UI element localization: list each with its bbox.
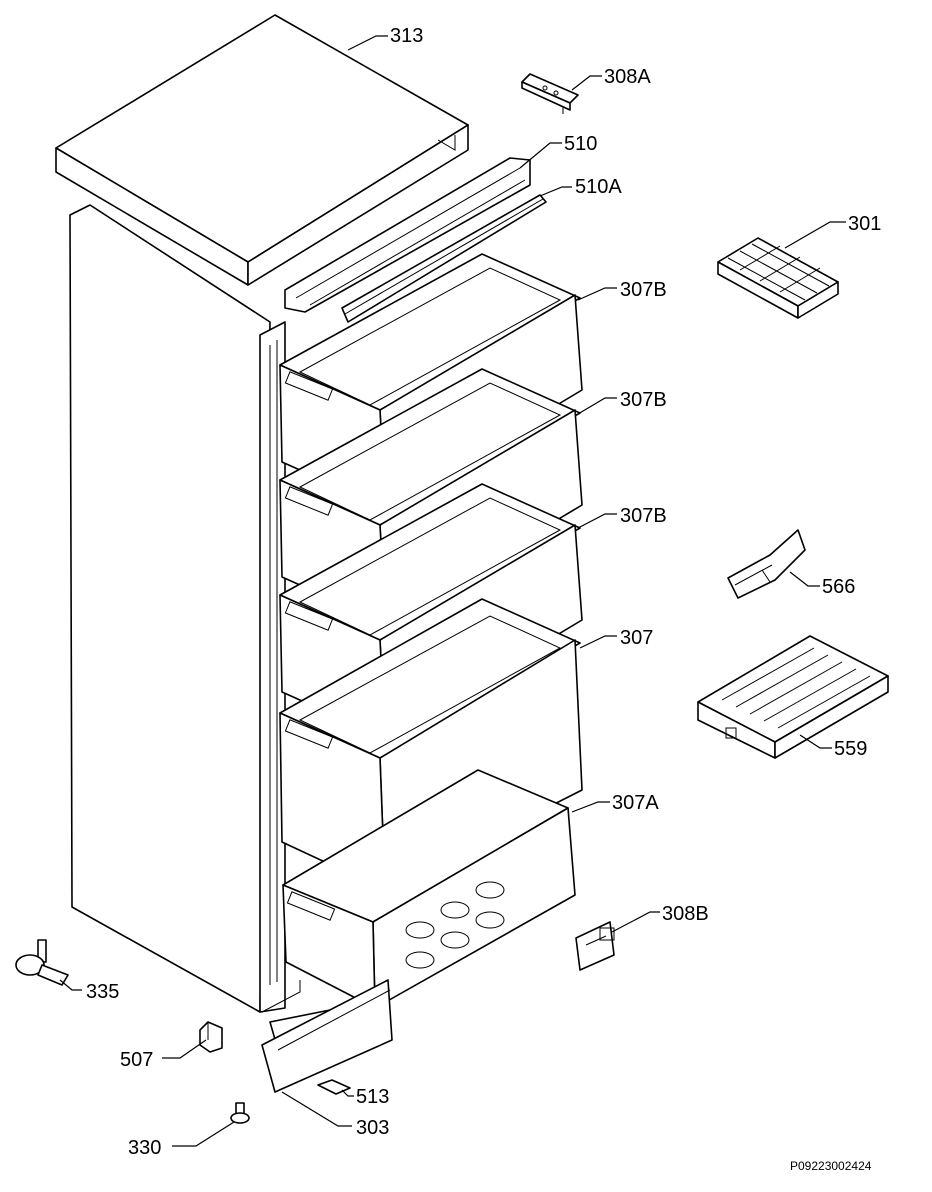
label-307: 307 bbox=[620, 627, 653, 649]
drawing-code: P09223002424 bbox=[790, 1159, 872, 1173]
label-510: 510 bbox=[564, 133, 597, 155]
part-507-door-stop bbox=[199, 1021, 223, 1053]
part-301-ice-tray bbox=[717, 237, 839, 319]
part-330-adjustable-foot bbox=[230, 1102, 250, 1124]
part-510-handle bbox=[284, 157, 531, 313]
part-308A-upper-hinge bbox=[521, 73, 579, 114]
part-513-clip bbox=[317, 1079, 351, 1095]
label-308A: 308A bbox=[604, 66, 651, 88]
label-307A: 307A bbox=[612, 792, 659, 814]
part-308B-lower-hinge bbox=[575, 921, 615, 971]
label-559: 559 bbox=[834, 738, 867, 760]
label-301: 301 bbox=[848, 213, 881, 235]
part-307A-bottom-drawer bbox=[282, 769, 576, 1009]
label-308B: 308B bbox=[662, 903, 709, 925]
part-labels: 313 308A 510 510A 301 307B 307B 307B 566… bbox=[86, 25, 881, 1159]
label-313: 313 bbox=[390, 25, 423, 47]
part-335-hinge-bracket bbox=[15, 939, 69, 986]
label-566: 566 bbox=[822, 576, 855, 598]
label-307B-3: 307B bbox=[620, 505, 667, 527]
part-313-top-cover bbox=[55, 14, 469, 286]
label-303: 303 bbox=[356, 1117, 389, 1139]
label-307B-2: 307B bbox=[620, 389, 667, 411]
label-507: 507 bbox=[120, 1049, 153, 1071]
part-566-scraper bbox=[727, 529, 806, 599]
leader-lines bbox=[59, 35, 846, 1147]
label-510A: 510A bbox=[575, 176, 622, 198]
part-510A-handle-strip bbox=[341, 194, 547, 323]
label-330: 330 bbox=[128, 1137, 161, 1159]
label-335: 335 bbox=[86, 981, 119, 1003]
label-513: 513 bbox=[356, 1086, 389, 1108]
label-307B-1: 307B bbox=[620, 279, 667, 301]
cabinet-body bbox=[69, 204, 301, 1013]
part-303-kick-plate bbox=[261, 979, 393, 1093]
